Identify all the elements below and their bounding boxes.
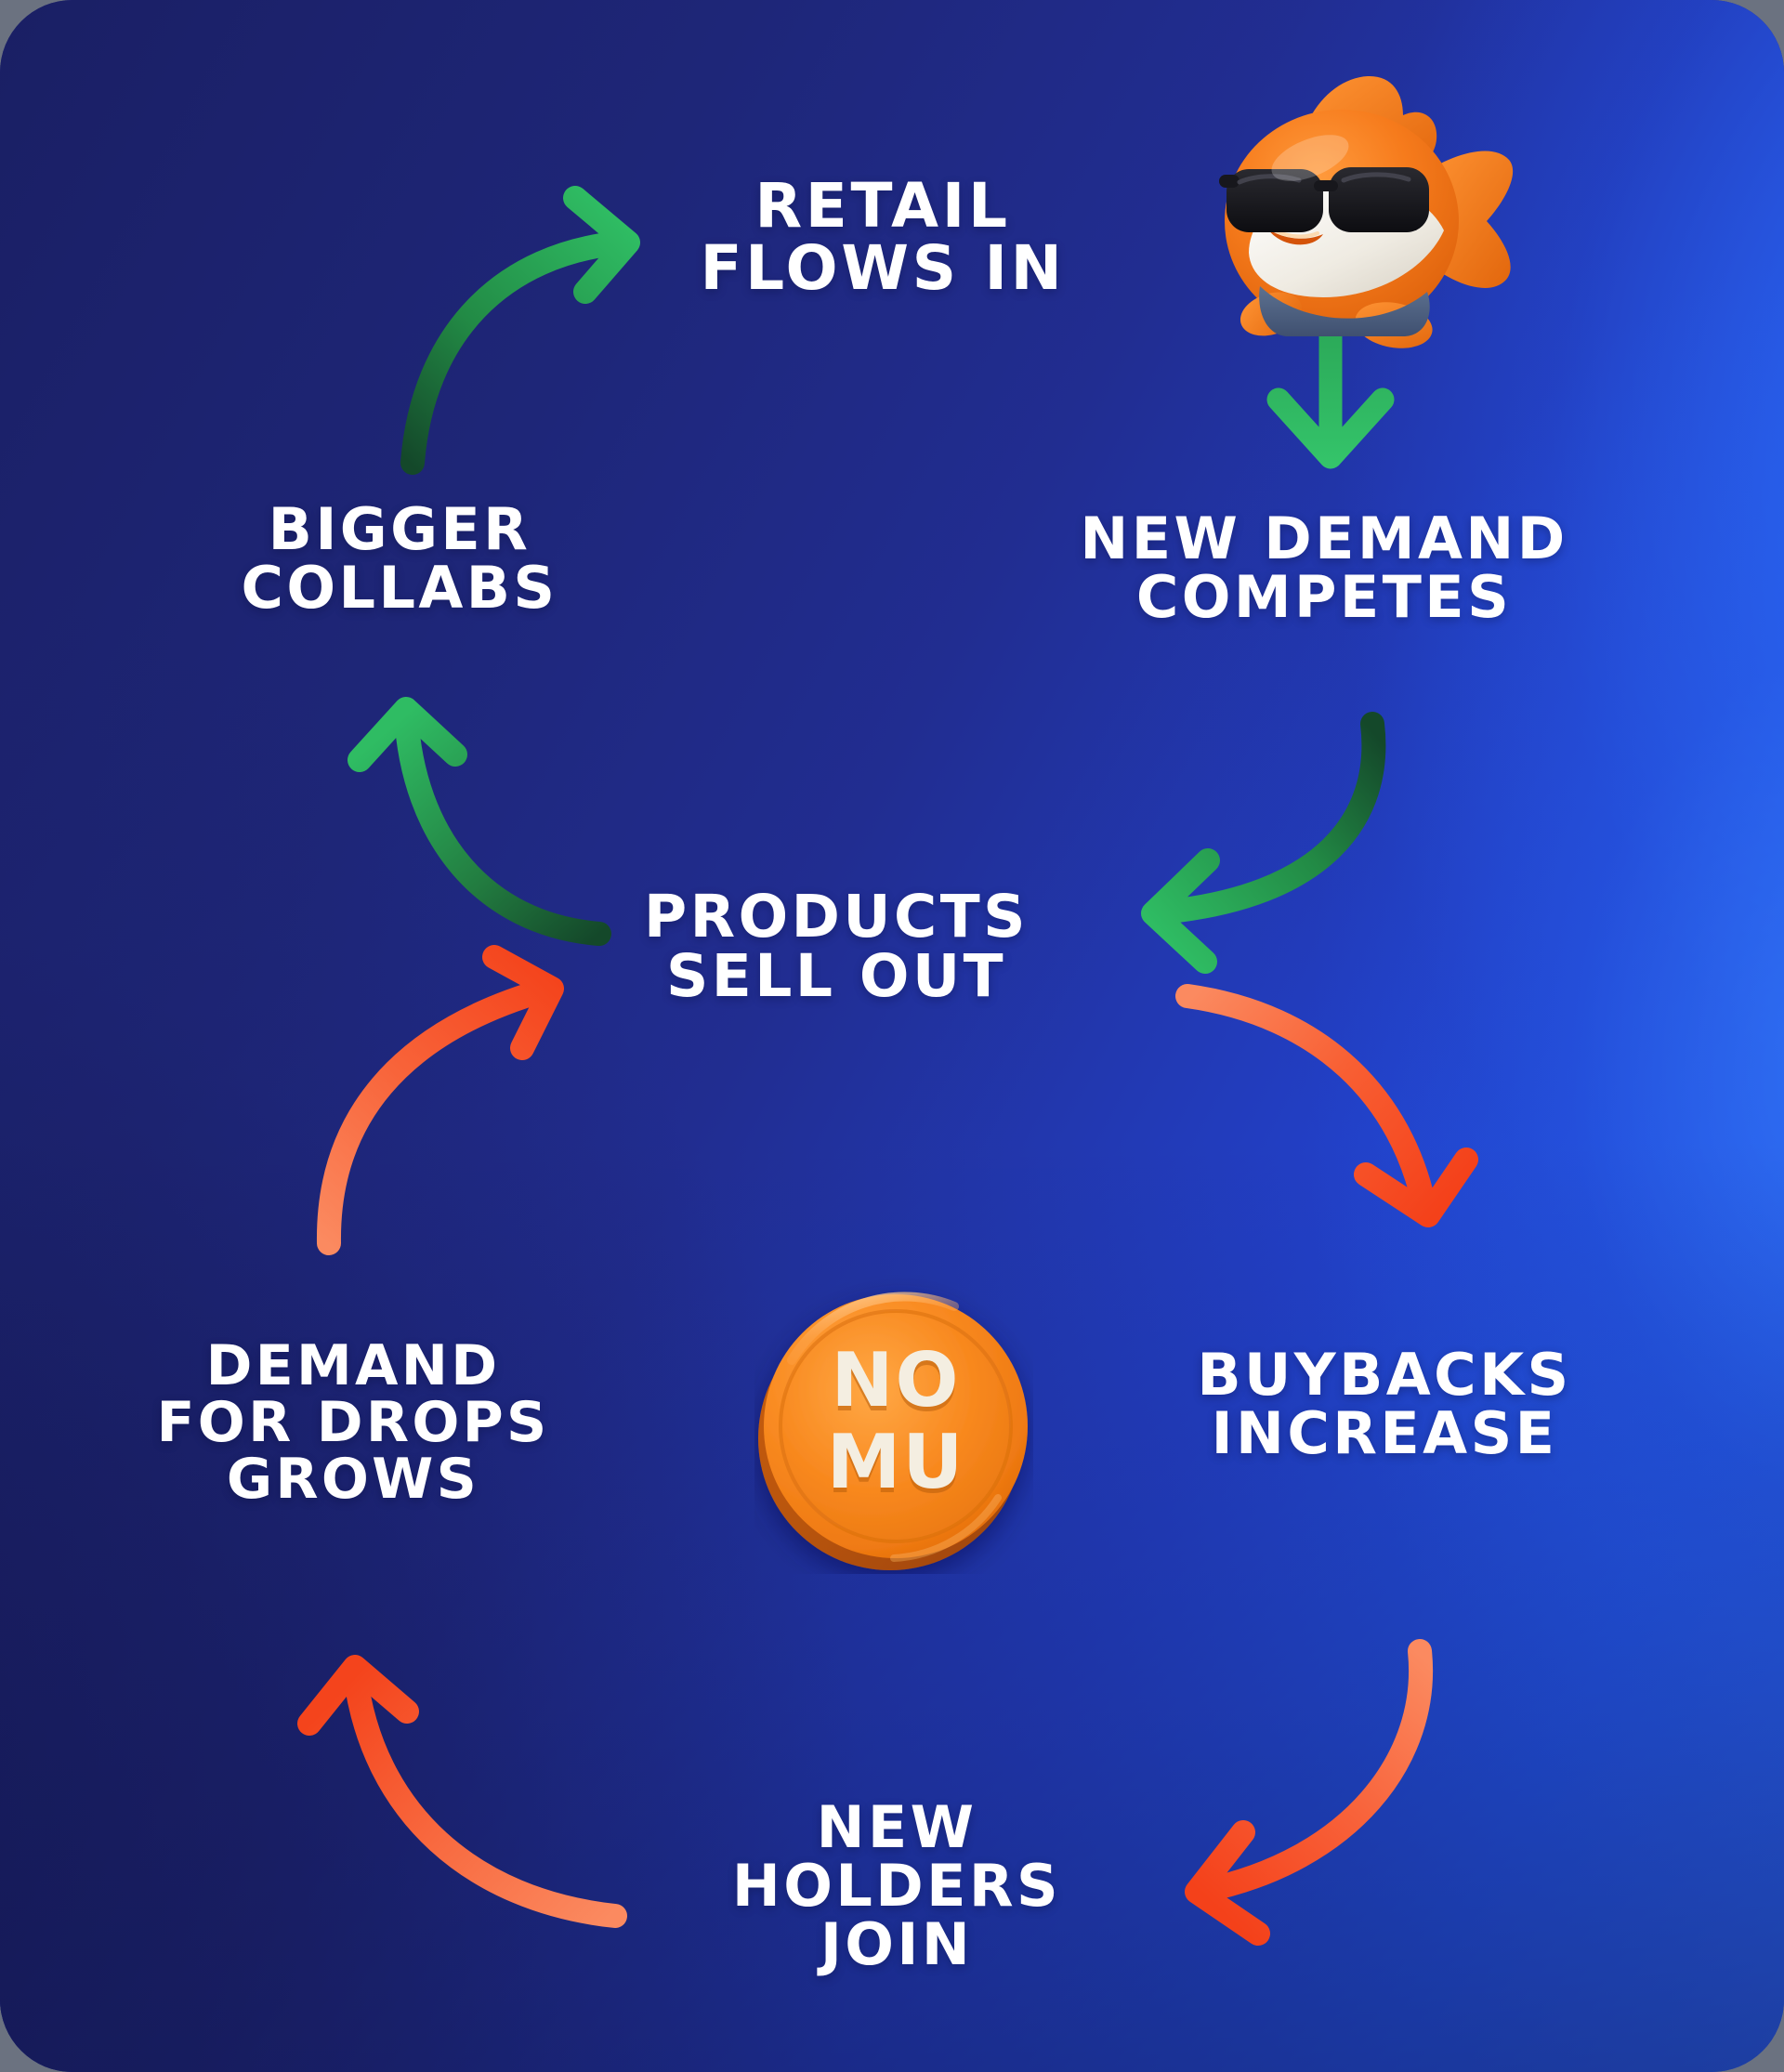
arrow-demand-drops-to-products — [316, 945, 564, 1255]
coin-line1: NO — [832, 1337, 961, 1423]
node-retail-flows-in: Retail Flows In — [700, 170, 1066, 305]
sunglasses-icon — [1219, 167, 1429, 232]
arrow-products-to-bigger-collabs — [348, 697, 611, 946]
node-new-demand-competes: New Demand Competes — [1080, 505, 1568, 632]
coin-line2-shadow: MU — [827, 1423, 965, 1510]
node-buybacks-increase: Buybacks Increase — [1197, 1341, 1572, 1468]
node-products-sell-out: Products Sell Out — [644, 883, 1029, 1011]
nomu-coin: NO NO MU MU — [754, 1275, 1033, 1574]
arrow-products-to-buybacks — [1175, 984, 1478, 1227]
node-demand-for-drops-grows: Demand For Drops Grows — [156, 1333, 550, 1513]
node-new-holders-join: New Holders Join — [731, 1793, 1062, 1979]
goldfish-mascot-icon — [1160, 58, 1526, 364]
arrow-new-demand-to-products — [1141, 712, 1386, 974]
arrow-new-holders-to-demand-drops — [297, 1655, 627, 1928]
coin-line1-shadow: NO — [832, 1342, 961, 1428]
arrow-buybacks-to-new-holders — [1185, 1639, 1434, 1946]
arrow-bigger-collabs-to-retail — [400, 186, 640, 475]
coin-text: NO NO MU MU — [827, 1337, 965, 1510]
node-bigger-collabs: Bigger Collabs — [241, 495, 558, 623]
fish-mouth — [1267, 229, 1323, 245]
fish-jeans — [1259, 286, 1430, 336]
coin-line2: MU — [827, 1419, 965, 1505]
